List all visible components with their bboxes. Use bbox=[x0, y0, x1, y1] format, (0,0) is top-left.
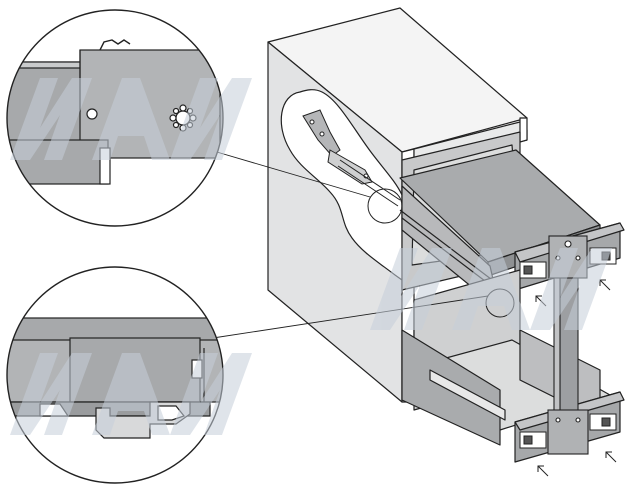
leader-line-top bbox=[209, 149, 371, 198]
side-panel-cutout bbox=[280, 89, 403, 281]
locator-circle-top bbox=[367, 188, 403, 224]
lower-basket bbox=[401, 269, 625, 463]
mounting-bracket bbox=[302, 109, 401, 207]
arrow-marker-4 bbox=[605, 451, 617, 463]
leader-line-bottom bbox=[212, 295, 489, 339]
mam-logo-watermark bbox=[10, 78, 612, 435]
arrow-marker-2 bbox=[599, 279, 611, 291]
cabinet-right-edge bbox=[519, 117, 528, 143]
arrow-marker-3 bbox=[537, 465, 549, 477]
